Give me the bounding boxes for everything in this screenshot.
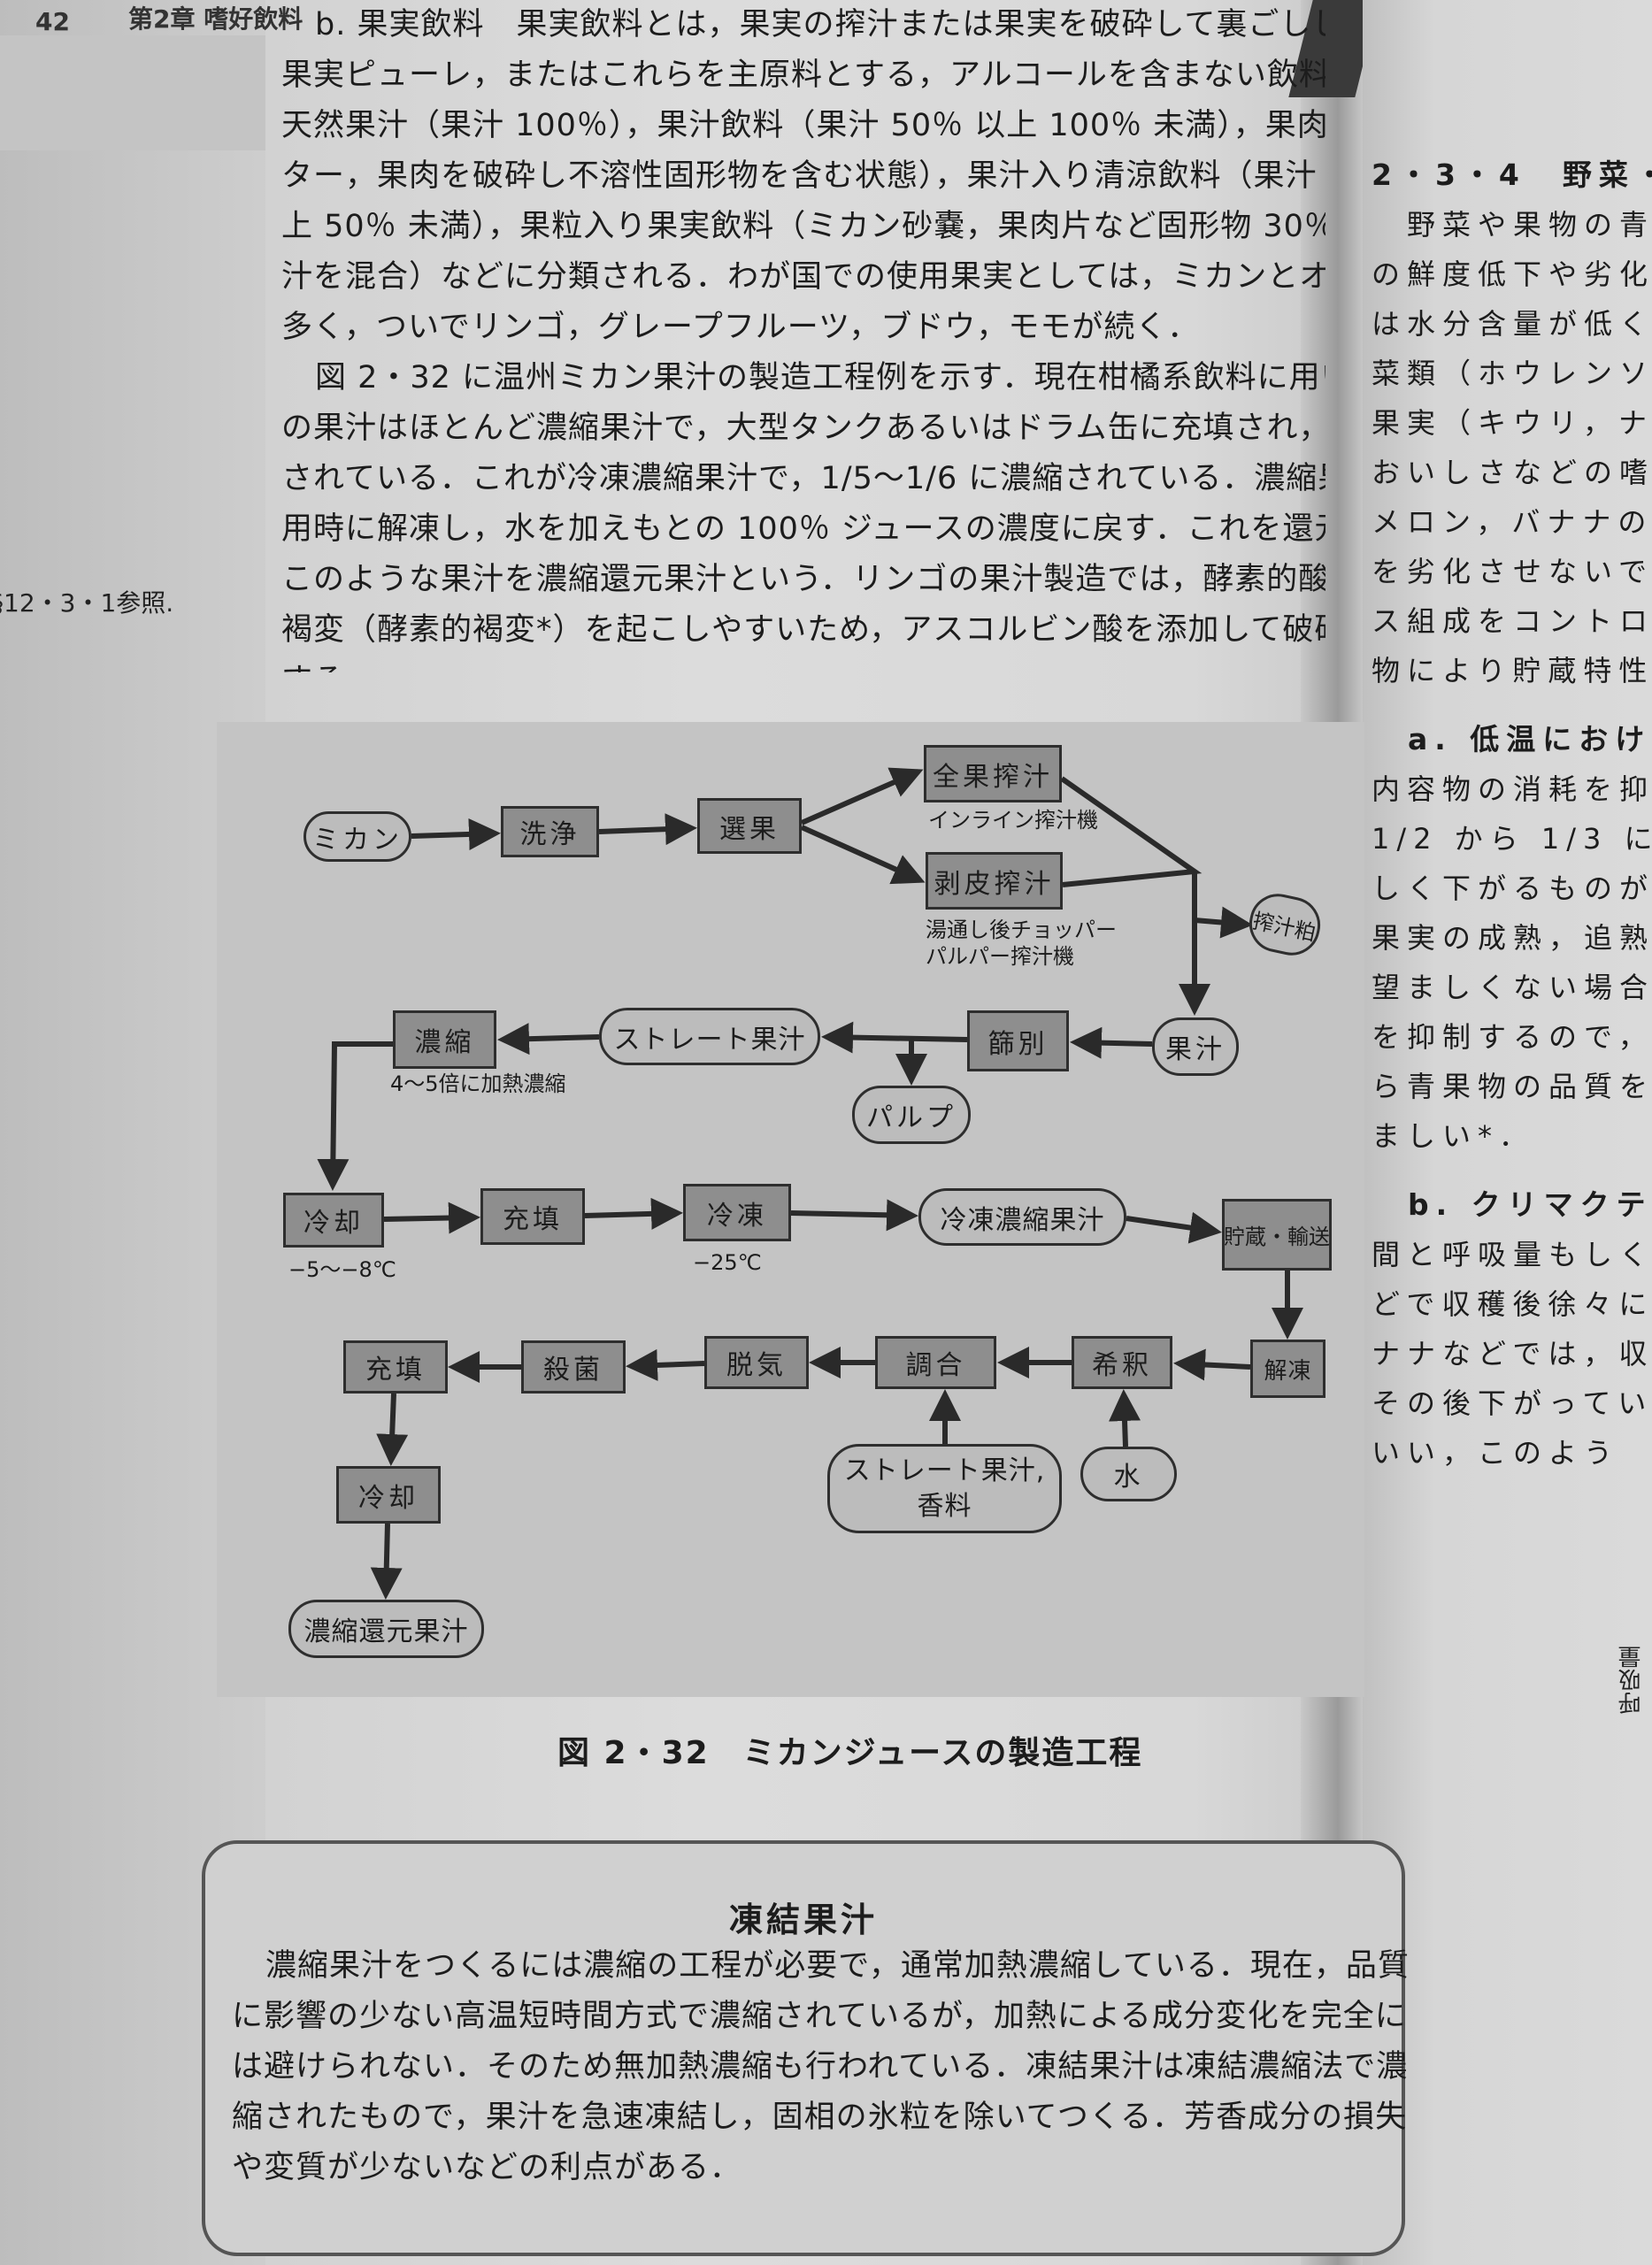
text-line: 望ましくない場合 bbox=[1372, 971, 1652, 1004]
node-straight-juice: ストレート果汁 bbox=[599, 1008, 820, 1065]
section-heading: 2・3・4 野菜・果 bbox=[1372, 157, 1652, 192]
text-line: ら青果物の品質を bbox=[1372, 1070, 1652, 1103]
text-line: する． bbox=[281, 656, 1325, 672]
node-whole-press: 全果搾汁 bbox=[924, 745, 1062, 802]
axis-label-vertical: 呼吸量 bbox=[1618, 1646, 1645, 1715]
text-line: 上 50％ 未満），果粒入り果実飲料（ミカン砂嚢，果肉片など固形物 30％ 以下… bbox=[281, 209, 1325, 244]
text-line: ス組成をコントロー bbox=[1372, 604, 1652, 638]
node-straight-flavor-line-1: ストレート果汁, bbox=[843, 1455, 1046, 1486]
text-line: されている．これが冷凍濃縮果汁で，1/5〜1/6 に濃縮されている．濃縮果汁は使 bbox=[281, 461, 1325, 496]
node-select: 選果 bbox=[697, 798, 802, 854]
text-line: ター，果肉を破砕し不溶性固形物を含む状態），果汁入り清涼飲料（果汁 10％ 以 bbox=[281, 158, 1325, 194]
text-line: 用時に解凍し，水を加えもとの 100％ ジュースの濃度に戻す．これを還元といい， bbox=[281, 511, 1325, 547]
node-fill-1: 充填 bbox=[480, 1188, 585, 1245]
text-line: 間と呼吸量もしく bbox=[1372, 1238, 1652, 1271]
column-box-title: 凍結果汁 bbox=[728, 1900, 878, 1939]
page-number: 42 bbox=[35, 7, 70, 36]
text-line: 天然果汁（果汁 100％），果汁飲料（果汁 50％ 以上 100％ 未満），果肉… bbox=[281, 108, 1325, 143]
note-inline-press: インライン搾汁機 bbox=[928, 808, 1098, 833]
text-line: 図 2・32 に温州ミカン果汁の製造工程例を示す．現在柑橘系飲料に用いる原料用 bbox=[315, 360, 1325, 395]
column-box: 凍結果汁 濃縮果汁をつくるには濃縮の工程が必要で，通常加熱濃縮している．現在，品… bbox=[202, 1840, 1410, 2256]
text-line: 果実ピューレ，またはこれらを主原料とする，アルコールを含まない飲料をいう． bbox=[281, 58, 1325, 93]
node-frozen-concentrate: 冷凍濃縮果汁 bbox=[918, 1188, 1126, 1246]
text-line: 果実の成熟，追熟に bbox=[1372, 921, 1652, 955]
text-line: メロン，バナナのよ bbox=[1372, 505, 1652, 539]
note-freeze-temp: −25℃ bbox=[693, 1250, 762, 1275]
node-straight-flavor-line-2: 香料 bbox=[917, 1490, 972, 1522]
text-line: おいしさなどの嗜好性 bbox=[1372, 456, 1652, 489]
text-line: 褐変（酵素的褐変*）を起こしやすいため，アスコルビン酸を添加して破砕，搾汁 bbox=[281, 612, 1325, 648]
text-line: 内容物の消耗を抑え bbox=[1372, 772, 1652, 806]
node-water: 水 bbox=[1080, 1447, 1177, 1501]
column-box-line: は避けられない．そのため無加熱濃縮も行われている．凍結果汁は凍結濃縮法で濃 bbox=[232, 2049, 1409, 2085]
node-freeze: 冷凍 bbox=[683, 1184, 791, 1241]
node-juice: 果汁 bbox=[1152, 1017, 1239, 1076]
node-sterilize: 殺菌 bbox=[521, 1340, 626, 1394]
node-fill-2: 充填 bbox=[343, 1340, 448, 1394]
column-box-line: や変質が少ないなどの利点がある． bbox=[232, 2150, 742, 2185]
text-line: 果実（キウリ，ナス） bbox=[1372, 406, 1652, 440]
node-storage-transport: 貯蔵・輸送 bbox=[1222, 1199, 1332, 1271]
node-cool-1: 冷却 bbox=[283, 1193, 384, 1248]
text-line: を抑制するので， bbox=[1372, 1020, 1652, 1054]
node-concentrate: 濃縮 bbox=[393, 1010, 496, 1069]
node-mikan: ミカン bbox=[304, 811, 411, 862]
right-page bbox=[1363, 0, 1652, 2265]
note-chopper-2: パルパー搾汁機 bbox=[926, 944, 1074, 969]
column-box-line: 縮されたもので，果汁を急速凍結し，固相の氷粒を除いてつくる．芳香成分の損失 bbox=[232, 2100, 1408, 2135]
text-line: ましい*． bbox=[1372, 1119, 1535, 1153]
text-line: 汁を混合）などに分類される．わが国での使用果実としては，ミカンとオレンジが bbox=[281, 259, 1325, 295]
text-line: 多く，ついでリンゴ，グレープフルーツ，ブドウ，モモが続く． bbox=[281, 310, 1200, 345]
note-cool-temp: −5〜−8℃ bbox=[288, 1257, 396, 1282]
node-pulp: パルプ bbox=[852, 1086, 971, 1144]
node-blend: 調合 bbox=[875, 1336, 996, 1389]
text-line: 物により貯蔵特性も bbox=[1372, 654, 1652, 687]
text-line: の鮮度低下や劣化が著 bbox=[1372, 257, 1652, 291]
text-line: その後下がってい bbox=[1372, 1386, 1652, 1420]
subsection-heading: b. クリマクテ bbox=[1372, 1187, 1652, 1222]
node-thaw: 解凍 bbox=[1250, 1340, 1325, 1398]
node-straight-flavor: ストレート果汁, 香料 bbox=[827, 1444, 1062, 1533]
subsection-heading: a. 低温における bbox=[1408, 722, 1652, 756]
node-deaerate: 脱気 bbox=[704, 1336, 809, 1389]
text-line: しく下がるものが多 bbox=[1372, 871, 1652, 905]
left-page-table-shadow bbox=[0, 35, 292, 150]
text-line: どで収穫後徐々に bbox=[1372, 1287, 1652, 1321]
node-sieve: 篩別 bbox=[967, 1010, 1069, 1071]
text-line: は水分含量が低く，貯 bbox=[1372, 307, 1652, 341]
note-chopper-1: 湯通し後チョッパー bbox=[926, 918, 1117, 942]
node-peel-press: 剥皮搾汁 bbox=[926, 852, 1063, 910]
main-text: b. 果実飲料 果実飲料とは，果実の搾汁または果実を破砕して裏ごしした 果実ピュ… bbox=[281, 0, 1325, 672]
text-line: ナナなどでは，収 bbox=[1372, 1337, 1652, 1371]
margin-reference: §12・3・1参照. bbox=[0, 588, 174, 618]
text-line: このような果汁を濃縮還元果汁という．リンゴの果汁製造では，酵素的酸化により bbox=[281, 562, 1325, 597]
node-wash: 洗浄 bbox=[501, 806, 599, 857]
note-heat-concentrate: 4〜5倍に加熱濃縮 bbox=[390, 1071, 566, 1096]
text-line: 野菜や果物の青果物 bbox=[1407, 208, 1652, 242]
node-dilute: 希釈 bbox=[1072, 1336, 1172, 1389]
column-box-line: に影響の少ない高温短時間方式で濃縮されているが，加熱による成分変化を完全に bbox=[232, 1999, 1407, 2034]
figure-caption: 図 2・32 ミカンジュースの製造工程 bbox=[557, 1735, 1143, 1771]
text-line: を劣化させないで貯 bbox=[1372, 555, 1652, 588]
chapter-header: 第2章 嗜好飲料 bbox=[128, 4, 304, 34]
text-line: 1/2 から 1/3 になる bbox=[1372, 822, 1652, 856]
node-reconstituted-juice: 濃縮還元果汁 bbox=[288, 1600, 484, 1658]
text-line: の果汁はほとんど濃縮果汁で，大型タンクあるいはドラム缶に充填され，冷凍保管 bbox=[281, 411, 1325, 446]
right-column-text: 2・3・4 野菜・果 野菜や果物の青果物 の鮮度低下や劣化が著 は水分含量が低く… bbox=[1372, 150, 1652, 1478]
text-line: いい，このよう bbox=[1372, 1436, 1620, 1470]
column-box-line: 濃縮果汁をつくるには濃縮の工程が必要で，通常加熱濃縮している．現在，品質 bbox=[265, 1948, 1410, 1984]
node-cool-2: 冷却 bbox=[336, 1466, 441, 1524]
text-line: b. 果実飲料 果実飲料とは，果実の搾汁または果実を破砕して裏ごしした bbox=[315, 7, 1325, 42]
text-line: 菜類（ホウレンソウ， bbox=[1372, 357, 1652, 390]
